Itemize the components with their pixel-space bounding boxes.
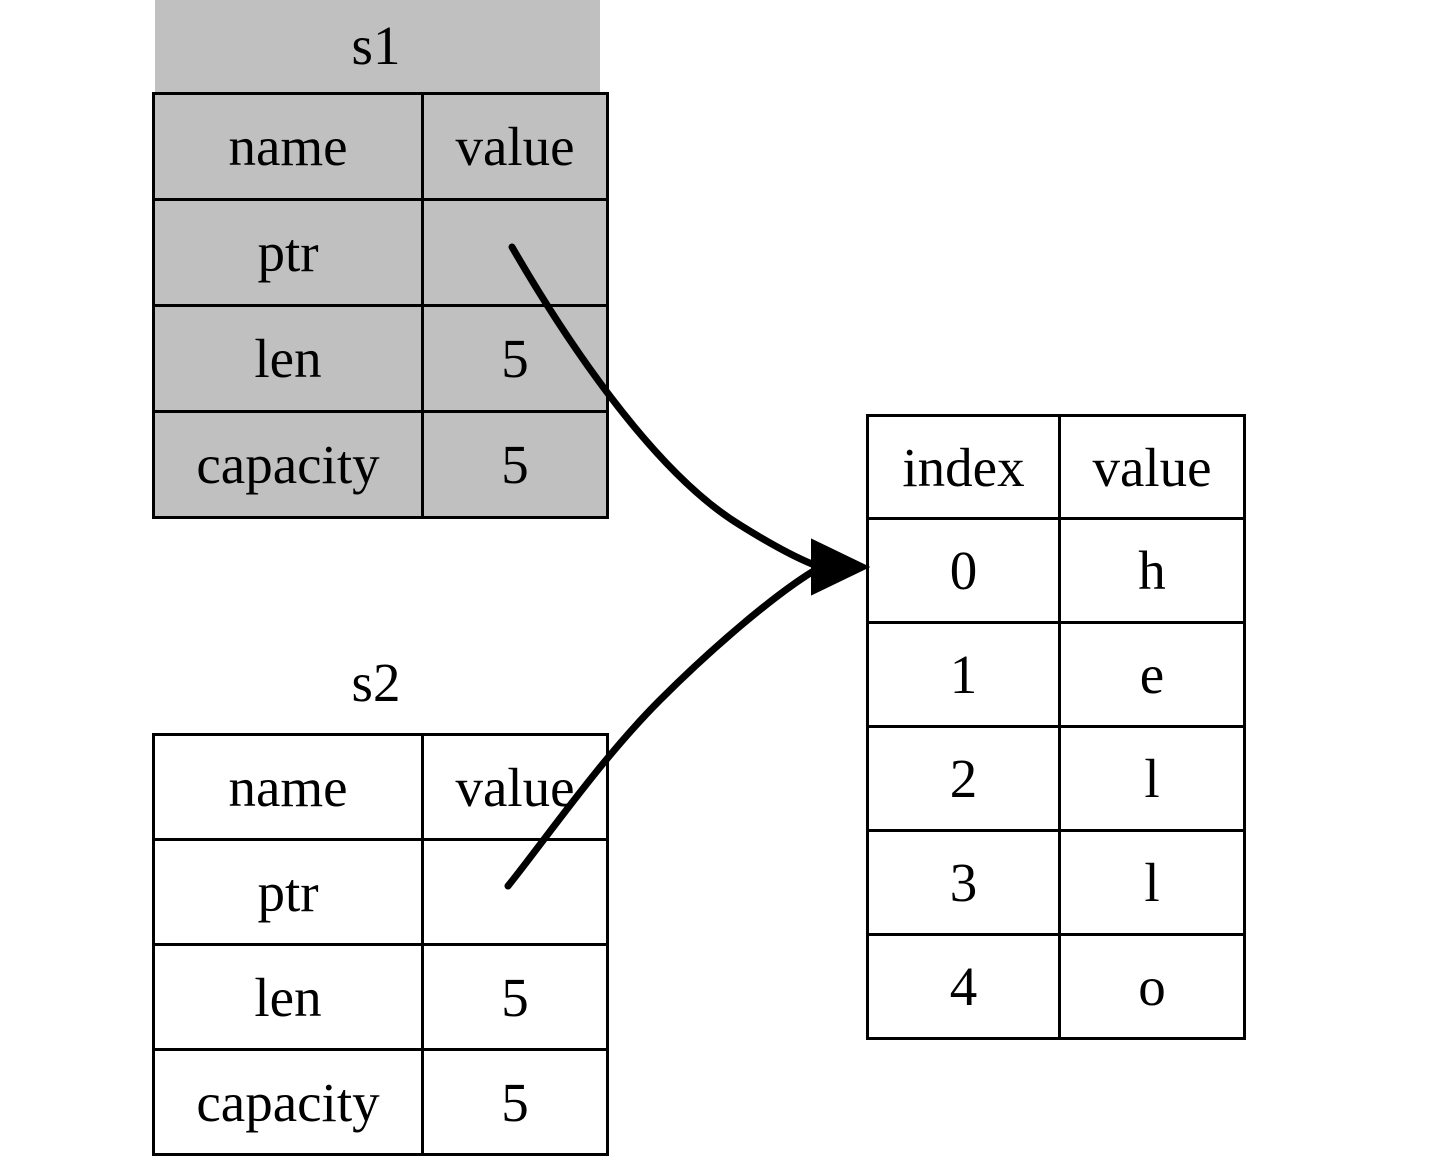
table-row: ptr — [152, 838, 609, 946]
table-row: 2 l — [866, 725, 1246, 832]
heap-row-1-value: e — [1058, 621, 1246, 728]
heap-row-4-value: o — [1058, 933, 1246, 1040]
table-row: capacity 5 — [152, 1048, 609, 1156]
s1-row-ptr-value — [421, 198, 609, 307]
table-row: capacity 5 — [152, 410, 609, 519]
table-row: name value — [152, 92, 609, 201]
table-row: len 5 — [152, 304, 609, 413]
heap-header-value: value — [1058, 414, 1246, 520]
s2-header-value: value — [421, 733, 609, 841]
heap-row-0-value: h — [1058, 517, 1246, 624]
s2-row-ptr-value — [421, 838, 609, 946]
s2-row-ptr-name: ptr — [152, 838, 424, 946]
s1-header-value: value — [421, 92, 609, 201]
heap-row-0-index: 0 — [866, 517, 1061, 624]
heap-row-4-index: 4 — [866, 933, 1061, 1040]
s1-row-len-name: len — [152, 304, 424, 413]
table-row: 0 h — [866, 517, 1246, 624]
s2-row-len-value: 5 — [421, 943, 609, 1051]
table-row: 4 o — [866, 933, 1246, 1040]
table-row: name value — [152, 733, 609, 841]
table-row: len 5 — [152, 943, 609, 1051]
heap-row-2-index: 2 — [866, 725, 1061, 832]
heap-row-2-value: l — [1058, 725, 1246, 832]
s1-row-capacity-value: 5 — [421, 410, 609, 519]
s1-struct-table: name value ptr len 5 capacity 5 — [152, 92, 609, 519]
table-row: index value — [866, 414, 1246, 520]
s1-row-ptr-name: ptr — [152, 198, 424, 307]
heap-row-3-index: 3 — [866, 829, 1061, 936]
table-row: 3 l — [866, 829, 1246, 936]
s1-row-capacity-name: capacity — [152, 410, 424, 519]
heap-row-1-index: 1 — [866, 621, 1061, 728]
table-row: ptr — [152, 198, 609, 307]
s2-cluster-title: s2 — [351, 652, 401, 713]
heap-row-3-value: l — [1058, 829, 1246, 936]
arrowhead-icon — [811, 538, 871, 596]
s1-cluster-title: s1 — [351, 15, 401, 76]
s2-header-name: name — [152, 733, 424, 841]
s1-row-len-value: 5 — [421, 304, 609, 413]
s2-row-capacity-value: 5 — [421, 1048, 609, 1156]
s1-header-name: name — [152, 92, 424, 201]
table-row: 1 e — [866, 621, 1246, 728]
heap-header-index: index — [866, 414, 1061, 520]
heap-data-table: index value 0 h 1 e 2 l 3 l 4 o — [866, 414, 1246, 1040]
s2-row-len-name: len — [152, 943, 424, 1051]
s2-struct-table: name value ptr len 5 capacity 5 — [152, 733, 609, 1156]
s2-row-capacity-name: capacity — [152, 1048, 424, 1156]
